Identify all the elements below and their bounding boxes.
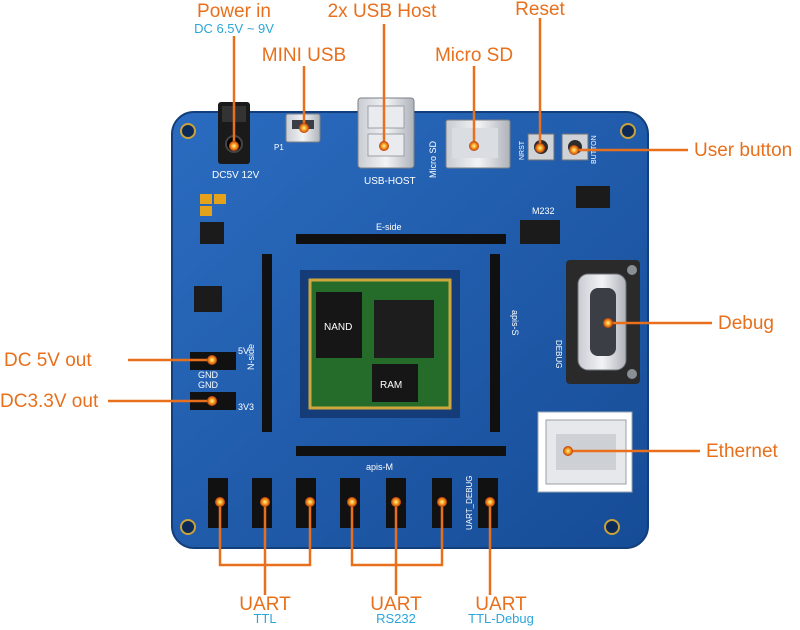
ic-chip xyxy=(520,220,560,244)
marker-dot xyxy=(305,497,315,507)
ic-chip xyxy=(576,186,610,208)
label-reset: Reset xyxy=(515,0,565,20)
marker-dot xyxy=(260,497,270,507)
marker-dot xyxy=(535,143,545,153)
mount-hole xyxy=(180,123,196,139)
capacitor xyxy=(200,194,212,204)
mount-hole xyxy=(604,519,620,535)
marker-dot xyxy=(215,497,225,507)
silk-gnd2: GND xyxy=(198,380,219,390)
silk-micro-sd: Micro SD xyxy=(428,140,438,178)
db9-debug-connector xyxy=(566,260,640,384)
label-micro-sd: Micro SD xyxy=(434,45,514,66)
label-power-in: Power in xyxy=(197,1,271,22)
label-usb-host: 2x USB Host xyxy=(327,1,437,22)
silk-m232: M232 xyxy=(532,206,555,216)
silk-debug: DEBUG xyxy=(554,340,563,368)
silk-n-side: N-side xyxy=(246,344,256,370)
capacitor xyxy=(214,194,226,204)
marker-dot xyxy=(603,318,613,328)
pin-header-left xyxy=(262,254,272,432)
marker-dot xyxy=(379,141,389,151)
marker-dot xyxy=(391,497,401,507)
silk-s-side: apis-S xyxy=(510,310,520,336)
silk-3v3: 3V3 xyxy=(238,402,254,412)
label-uart-debug-sub: TTL-Debug xyxy=(468,611,534,626)
label-power-in-sub: DC 6.5V ~ 9V xyxy=(194,21,274,36)
chip-nand: NAND xyxy=(324,322,352,333)
label-uart-rs232: UART xyxy=(370,594,422,615)
marker-dot xyxy=(347,497,357,507)
label-uart-rs232-sub: RS232 xyxy=(376,611,416,626)
label-dc5v-out: DC 5V out xyxy=(4,350,92,371)
capacitor xyxy=(200,206,212,216)
marker-dot xyxy=(207,396,217,406)
label-dc33v-out: DC3.3V out xyxy=(0,391,99,412)
silk-dc: DC5V 12V xyxy=(212,170,260,181)
marker-dot xyxy=(299,123,309,133)
label-uart-ttl-sub: TTL xyxy=(253,611,277,626)
chip-ram: RAM xyxy=(380,380,402,391)
pin-header-top xyxy=(296,234,506,244)
marker-dot xyxy=(207,355,217,365)
mount-hole xyxy=(180,519,196,535)
marker-dot xyxy=(569,145,579,155)
marker-dot xyxy=(437,497,447,507)
silk-5v: 5V xyxy=(238,346,249,356)
pin-header-bottom xyxy=(296,446,506,456)
silk-e-side: E-side xyxy=(376,222,402,232)
mount-hole xyxy=(620,123,636,139)
silk-uart-debug: UART_DEBUG xyxy=(465,475,474,530)
silk-p1: P1 xyxy=(274,143,284,152)
label-mini-usb: MINI USB xyxy=(261,45,347,66)
label-debug: Debug xyxy=(718,313,774,334)
label-user-button: User button xyxy=(694,140,793,161)
silk-gnd1: GND xyxy=(198,370,219,380)
usb-host-connector xyxy=(357,97,415,169)
marker-dot xyxy=(563,446,573,456)
silk-usb-host: USB-HOST xyxy=(364,176,416,187)
marker-dot xyxy=(469,141,479,151)
silk-m-side: apis-M xyxy=(366,462,393,472)
pin-header-right xyxy=(490,254,500,432)
silk-nrst: NRST xyxy=(519,140,526,160)
ic-chip xyxy=(200,222,224,244)
marker-dot xyxy=(485,497,495,507)
leader-lines xyxy=(108,18,712,595)
label-ethernet: Ethernet xyxy=(706,441,778,462)
core-module xyxy=(300,270,460,418)
label-uart-ttl: UART xyxy=(239,594,291,615)
marker-dot xyxy=(229,141,239,151)
marker-dots xyxy=(207,123,613,507)
label-uart-debug: UART xyxy=(475,594,527,615)
ic-chip xyxy=(194,286,222,312)
